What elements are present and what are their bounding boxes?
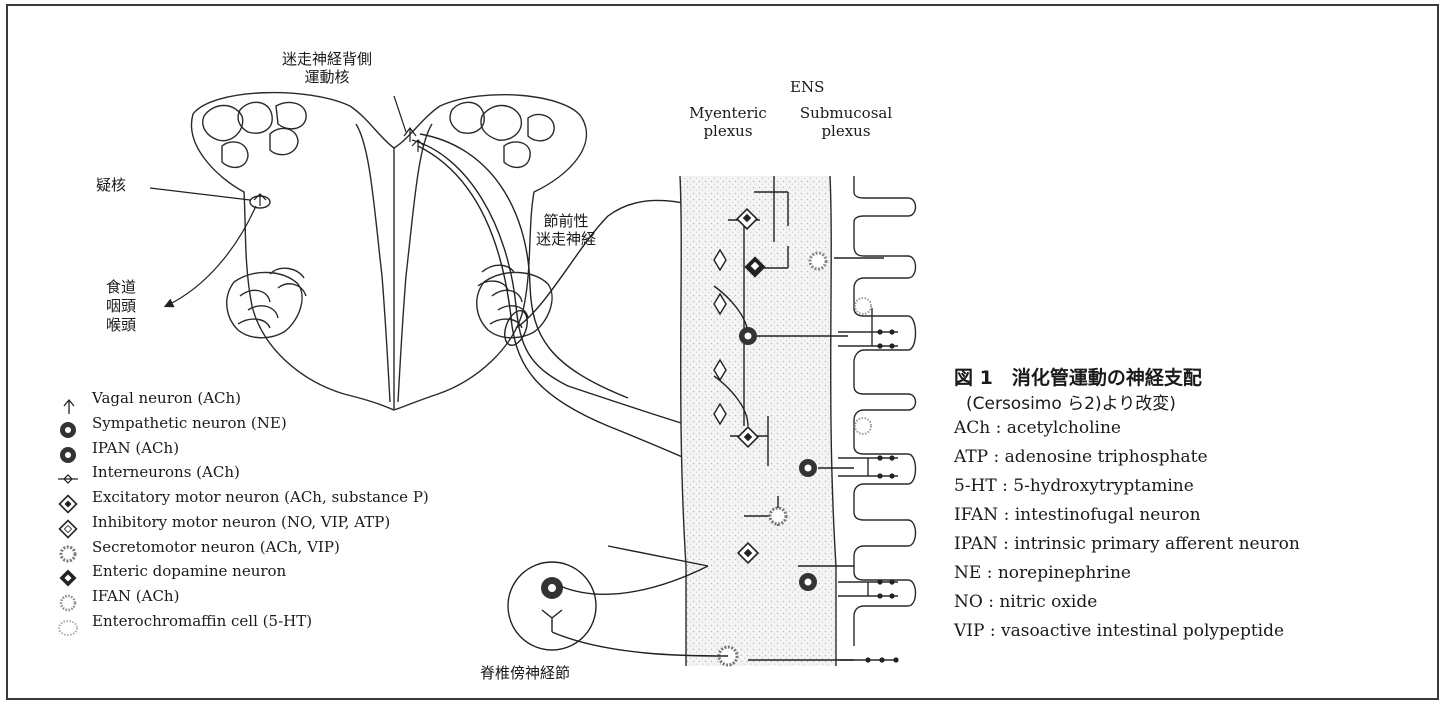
interneuron-icon xyxy=(58,475,78,483)
mucosa-dots xyxy=(865,329,898,662)
abbreviation-row: VIP : vasoactive intestinal polypeptide xyxy=(954,621,1284,641)
excitatory-motor-neuron-icon xyxy=(60,496,77,513)
ipan-icon xyxy=(60,447,76,463)
mucosa-villi xyxy=(838,176,916,660)
dorsal-motor-nucleus-label: 迷走神経背側 運動核 xyxy=(272,50,382,86)
abbreviation-row: ATP : adenosine triphosphate xyxy=(954,447,1208,467)
abbreviation-row: NO : nitric oxide xyxy=(954,592,1097,612)
enteric-dopamine-neuron-icon xyxy=(60,570,77,587)
abbreviation-row: 5-HT : 5-hydroxytryptamine xyxy=(954,476,1194,496)
nucleus-ambiguus-label: 疑核 xyxy=(96,176,126,194)
vagal-neuron-icon xyxy=(64,400,74,414)
abbreviation-row: NE : norepinephrine xyxy=(954,563,1131,583)
legend-icons xyxy=(58,400,78,635)
secretomotor-neuron-icon xyxy=(61,547,75,561)
target-organs-label: 食道 咽頭 喉頭 xyxy=(106,278,136,335)
abbreviation-row: ACh : acetylcholine xyxy=(954,418,1121,438)
preganglionic-vagus-label: 節前性 迷走神経 xyxy=(524,212,608,248)
myenteric-plexus-label: Myenteric plexus xyxy=(680,104,776,140)
submucosal-plexus-label: Submucosal plexus xyxy=(794,104,898,140)
ens-title: ENS xyxy=(790,78,824,96)
gut-wall xyxy=(680,176,836,666)
paravertebral-ganglion-label: 脊椎傍神経節 xyxy=(480,664,570,682)
vagal-nucleus-markers xyxy=(254,128,424,206)
figure-frame: 迷走神経背側 運動核 疑核 食道 咽頭 喉頭 節前性 迷走神経 脊椎傍神経節 E… xyxy=(6,4,1439,700)
sympathetic-neuron-icon xyxy=(60,422,76,438)
inhibitory-motor-neuron-icon xyxy=(60,521,77,538)
ifan-icon xyxy=(61,596,75,610)
figure-caption-title: 図 1 消化管運動の神経支配 xyxy=(954,363,1202,390)
enterochromaffin-cell-icon xyxy=(59,621,77,635)
figure-caption-source: (Cersosimo ら2)より改変) xyxy=(966,389,1176,414)
abbreviation-row: IFAN : intestinofugal neuron xyxy=(954,505,1201,525)
abbreviation-row: IPAN : intrinsic primary afferent neuron xyxy=(954,534,1300,554)
